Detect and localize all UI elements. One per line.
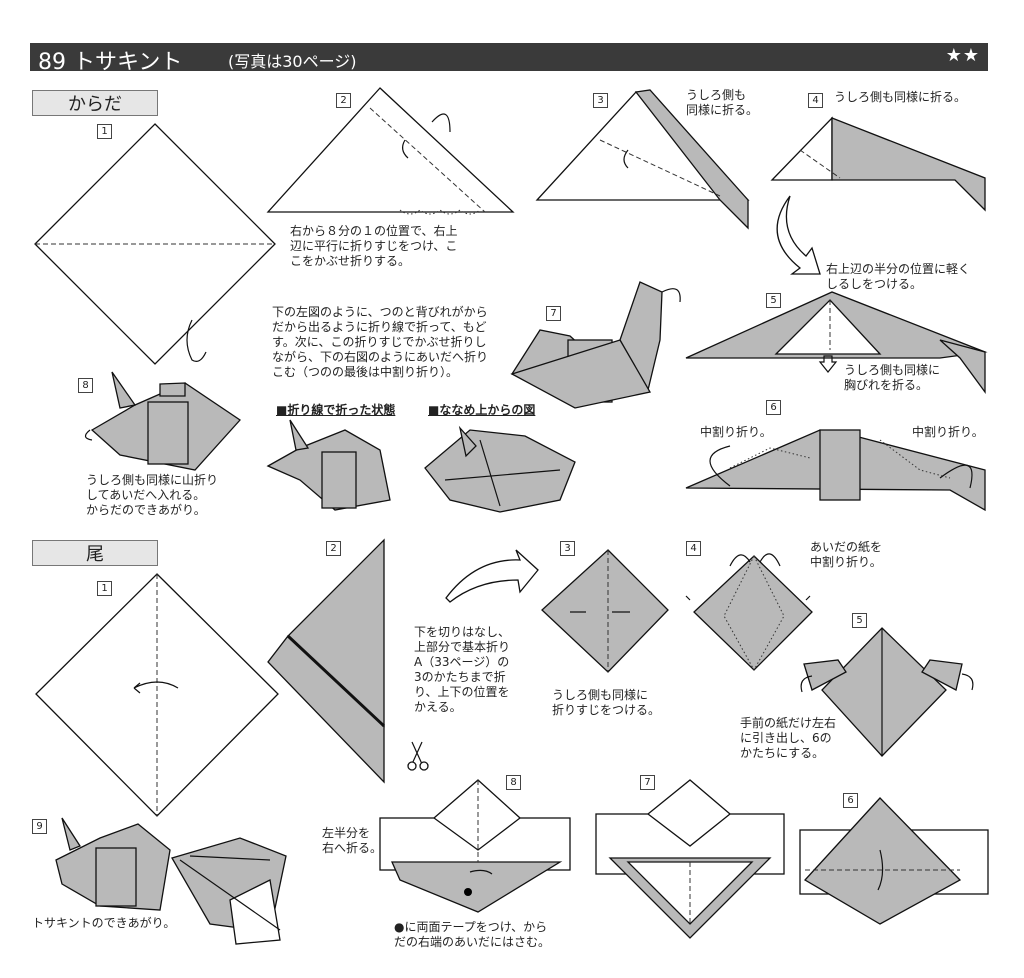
tail-step-number: 8 [506, 775, 521, 790]
body-step4-diagram [770, 116, 986, 212]
body-note-4: うしろ側も同様に折る。 [834, 90, 967, 104]
caption-folded: ■折り線で折った状態 [276, 403, 396, 417]
tail-step-number: 3 [560, 541, 575, 556]
body-step3-diagram [535, 89, 750, 230]
tail-step-number: 9 [32, 819, 47, 834]
page-title: 89 トサキント [38, 50, 183, 75]
body-step-number: 2 [336, 93, 351, 108]
tail-note-2: 下を切りはなし、 上部分で基本折り A（33ページ）の 3のかたちまで折 り、上… [414, 625, 511, 714]
tail-step-number: 5 [852, 613, 867, 628]
tail-step-number: 4 [686, 541, 701, 556]
body-note-7: 下の左図のように、つのと背びれがから だから出るように折り線で折って、もど す。… [272, 305, 489, 379]
body-note-2: 右から８分の１の位置で、右上 辺に平行に折りすじをつけ、こ こをかぶせ折りする。 [290, 224, 458, 268]
tail-step9-diagram [55, 817, 287, 945]
tail-step7-diagram [595, 779, 785, 939]
body-step2-diagram [266, 87, 515, 215]
page-subtitle: (写真は30ページ) [228, 52, 357, 71]
tail-step6-diagram [799, 797, 989, 925]
tail-step3-diagram [541, 549, 669, 673]
tail-step-number: 6 [843, 793, 858, 808]
body-step-number: 4 [808, 93, 823, 108]
tail-note-8a: 左半分を 右へ折る。 [322, 826, 383, 855]
body-step-number: 6 [766, 400, 781, 415]
tail-step4-diagram [685, 553, 813, 672]
body-step-number: 5 [766, 293, 781, 308]
section-tab-tail: 尾 [32, 540, 158, 566]
body-step6-diagram [685, 429, 986, 512]
body-note-6a: 中割り折り。 [700, 425, 772, 439]
tail-step1-diagram [35, 573, 279, 817]
turn-arrow [445, 549, 539, 603]
body-note-3: うしろ側も 同様に折る。 [686, 88, 759, 117]
difficulty-stars: ★★ [945, 45, 980, 66]
top-view-figure [424, 425, 576, 513]
section-tab-body: からだ [32, 90, 158, 116]
tail-note-9: トサキントのできあがり。 [32, 916, 176, 930]
body-step-number: 8 [78, 378, 93, 393]
folded-lines-figure [266, 419, 391, 511]
body-note-5a: 右上辺の半分の位置に軽く しるしをつける。 [826, 262, 971, 291]
body-step-number: 3 [593, 93, 608, 108]
body-step8-diagram [84, 371, 241, 471]
tail-step5-diagram [800, 627, 974, 757]
body-step-number: 1 [97, 124, 112, 139]
tail-step-number: 2 [326, 541, 341, 556]
body-note-8: うしろ側も同様に山折り してあいだへ入れる。 からだのできあがり。 [86, 473, 219, 517]
tail-note-4: あいだの紙を 中割り折り。 [810, 540, 883, 569]
body-note-5b: うしろ側も同様に 胸びれを折る。 [844, 363, 941, 392]
body-step-number: 7 [546, 306, 561, 321]
tail-note-3: うしろ側も同様に 折りすじをつける。 [552, 688, 661, 717]
tail-step2-diagram [267, 538, 429, 784]
caption-top-view: ■ななめ上からの図 [428, 403, 536, 417]
body-step1-diagram [34, 123, 276, 365]
tail-step-number: 7 [640, 775, 655, 790]
body-note-6b: 中割り折り。 [912, 425, 984, 439]
body-step7-diagram [510, 281, 681, 409]
tail-step8-diagram [379, 779, 571, 913]
page-header: 89 トサキント (写真は30ページ) ★★ [30, 43, 988, 75]
tail-note-8b: ●に両面テープをつけ、から だの右端のあいだにはさむ。 [394, 920, 551, 949]
tail-step-number: 1 [97, 581, 112, 596]
body-step5-diagram [685, 291, 988, 394]
tail-note-5: 手前の紙だけ左右 に引き出し、6の かたちにする。 [740, 716, 837, 760]
flip-arrow [776, 195, 821, 275]
